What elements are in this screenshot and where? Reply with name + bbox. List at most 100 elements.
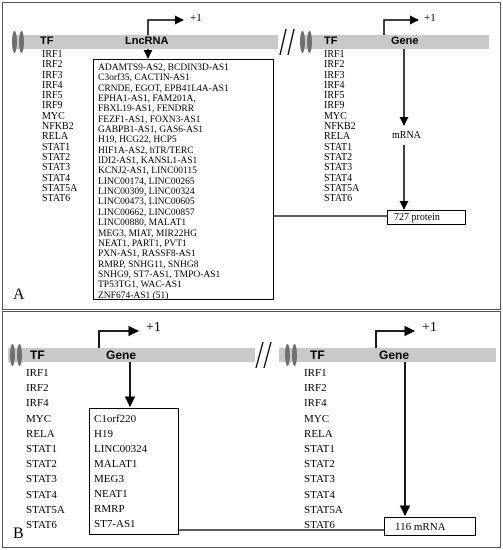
tf-list-item: STAT4 — [304, 488, 335, 501]
tf-list-item: STAT2 — [42, 151, 71, 163]
lncrna-list-line: IDI2-AS1, KANSL1-AS1 — [98, 156, 198, 167]
lncrna-list-line: C3orf35, CACTIN-AS1 — [98, 73, 190, 84]
tf-list-item: IRF3 — [324, 69, 345, 81]
tf-list-item: STAT2 — [304, 458, 335, 471]
tf-list-item: STAT4 — [26, 488, 57, 501]
lncrna-list-line: NEAT1, PART1, PVT1 — [98, 238, 187, 249]
gene-list-line: NEAT1 — [94, 488, 128, 500]
mrna-label: 116 mRNA — [395, 521, 446, 533]
lncrna-list-line: FEZF1-AS1, FOXN3-AS1 — [98, 114, 201, 125]
tf-list-item: IRF4 — [26, 397, 49, 410]
gene-list-line: C1orf220 — [94, 413, 137, 425]
tf-header-left: TF — [40, 35, 54, 47]
tf-list-item: IRF1 — [324, 49, 345, 60]
tf-binding-oval — [292, 344, 297, 366]
tf-list-item: MYC — [324, 110, 347, 122]
tf-list-item: STAT3 — [324, 162, 353, 174]
tf-list-item: STAT5A — [42, 182, 78, 194]
lncrna-list-line: KCNJ2-AS1, LINC00115 — [98, 166, 197, 177]
tf-list-item: STAT6 — [304, 519, 335, 532]
tf-binding-oval — [285, 344, 290, 366]
dna-bar-right — [303, 35, 489, 49]
lncrna-list-line: ZNF674-AS1 (51) — [98, 290, 169, 301]
tf-list-item: STAT1 — [26, 443, 57, 456]
panel-label-b: B — [13, 525, 24, 542]
lncrna-list-line: EPHA1-AS1, FAM201A, — [98, 94, 196, 105]
tss-arrow-gene-left — [98, 325, 140, 348]
mrna-label: mRNA — [392, 130, 421, 141]
break-mark — [279, 28, 287, 56]
tf-binding-oval — [10, 344, 15, 366]
tf-list-item: IRF5 — [324, 90, 345, 102]
tf-binding-oval — [12, 31, 17, 53]
tss-label-gene-left: +1 — [146, 320, 161, 335]
lncrna-list-line: GABPB1-AS1, GAS6-AS1 — [98, 125, 204, 136]
tf-list-item: IRF9 — [42, 100, 63, 112]
gene-list-line: ST7-AS1 — [94, 518, 136, 530]
tf-list-item: STAT1 — [42, 141, 71, 153]
lncrna-list-line: ADAMTS9-AS2, BCDIN3D-AS1 — [98, 63, 229, 73]
gene-list-line: MALAT1 — [94, 458, 138, 470]
tf-list-item: STAT6 — [324, 193, 353, 205]
lncrna-list-line: H19, HCG22, HCP5 — [98, 135, 177, 146]
tf-header-left: TF — [30, 348, 45, 362]
tf-list-item: STAT5A — [324, 182, 360, 194]
tf-list-item: STAT3 — [304, 473, 335, 486]
lncrna-list-line: MEG3, MIAT, MIR22HG — [98, 228, 198, 239]
protein-box: 727 protein — [387, 210, 466, 225]
tf-list-item: IRF2 — [304, 382, 327, 395]
gene-list-line: MEG3 — [94, 473, 124, 485]
tf-list-item: NFKB2 — [324, 121, 356, 133]
tf-binding-oval — [300, 31, 305, 53]
tf-binding-oval — [307, 31, 312, 53]
lncrna-list-line: FBXL19-AS1, FENDRR — [98, 104, 195, 115]
tf-list-item: RELA — [304, 427, 333, 440]
lncrna-list-line: LINC00309, LINC00324 — [98, 187, 195, 198]
lncrna-list-line: TP53TG1, WAC-AS1 — [98, 280, 182, 291]
tf-list-item: IRF4 — [42, 79, 63, 91]
lncrna-list-line: LINC00174, LINC00265 — [98, 176, 195, 187]
break-mark — [255, 341, 264, 369]
gene-header-left: Gene — [106, 348, 137, 362]
tf-list-item: STAT6 — [42, 193, 71, 205]
tf-header-right: TF — [310, 348, 325, 362]
dna-bar-right — [279, 348, 496, 362]
tf-list-item: NFKB2 — [42, 121, 74, 133]
tf-list-item: IRF4 — [324, 79, 345, 91]
tf-list-item: STAT4 — [42, 172, 71, 184]
tf-list-item: IRF1 — [42, 49, 63, 60]
lncrna-list-line: HIF1A-AS2, hTR/TERC — [98, 145, 194, 156]
mrna-box: 116 mRNA — [384, 517, 476, 536]
tf-list-item: IRF1 — [26, 367, 49, 379]
tf-list-item: STAT5A — [304, 503, 343, 516]
tf-list-item: MYC — [42, 110, 65, 122]
tf-list-item: IRF2 — [324, 59, 345, 71]
tf-list-item: IRF2 — [26, 382, 49, 395]
tf-list-item: STAT1 — [324, 141, 353, 153]
lncrna-list-line: RMRP, SNHG11, SNHG8 — [98, 259, 199, 270]
tss-arrow-gene-right — [375, 325, 416, 348]
panel-b-arrows — [98, 325, 416, 531]
tf-list-item: IRF4 — [304, 397, 327, 410]
tf-list-item: STAT2 — [26, 458, 57, 471]
lncrna-list-line: LINC00473, LINC00605 — [98, 197, 195, 208]
lncrna-header: LncRNA — [125, 35, 169, 47]
tss-label-gene-right: +1 — [422, 320, 437, 335]
tss-label-lncrna: +1 — [190, 12, 202, 24]
gene-list-line: RMRP — [94, 503, 125, 515]
tf-list-item: RELA — [42, 131, 69, 143]
gene-list-line: H19 — [94, 428, 113, 440]
dna-bar-left — [8, 348, 255, 362]
protein-label: 727 protein — [394, 212, 440, 223]
tf-binding-oval — [19, 31, 24, 53]
tf-list-item: STAT1 — [304, 443, 335, 456]
tf-list-item: STAT2 — [324, 151, 353, 163]
dna-bar-left — [13, 35, 278, 49]
lncrna-list-line: CRNDE, EGOT, EPB41L4A-AS1 — [98, 83, 229, 94]
lncrna-list-line: LINC00662, LINC00857 — [98, 207, 195, 218]
tf-list-item: IRF1 — [304, 367, 327, 379]
